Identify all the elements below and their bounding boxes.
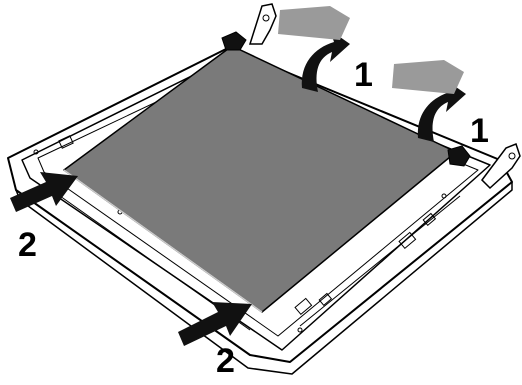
step-1-label-left: 1 xyxy=(354,56,373,94)
left-hinge xyxy=(222,4,276,50)
step-1-label-right: 1 xyxy=(470,112,489,150)
step-2-label-bottom: 2 xyxy=(216,342,235,380)
step-2-label-left: 2 xyxy=(18,226,37,264)
